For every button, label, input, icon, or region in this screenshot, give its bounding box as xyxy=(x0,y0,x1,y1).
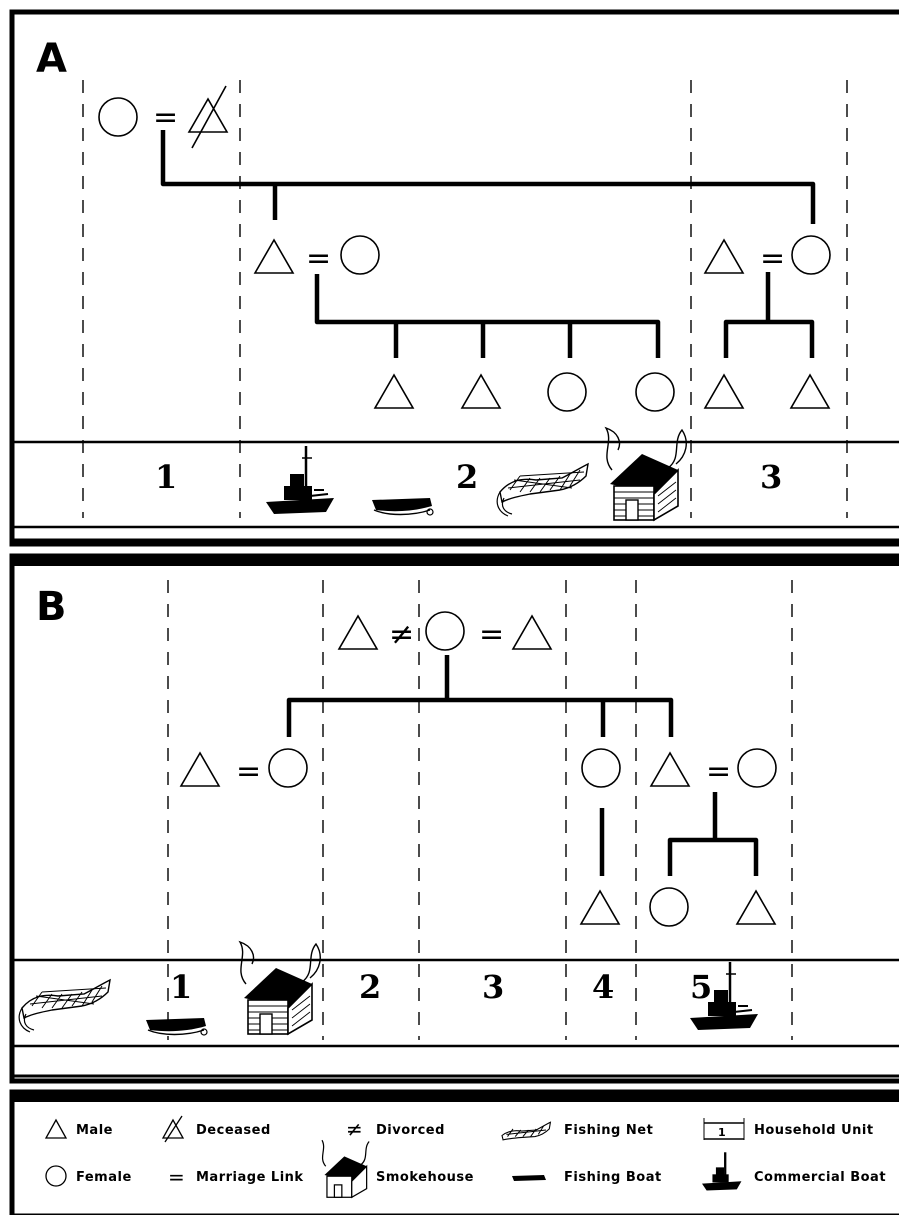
panel-b-label: B xyxy=(36,584,67,630)
legend-item-smokehouse: Smokehouse xyxy=(321,1139,474,1199)
commercial-boat-icon xyxy=(264,444,336,516)
household-number: 5 xyxy=(690,968,712,1006)
fishing-net-icon xyxy=(496,463,589,517)
female-icon xyxy=(425,611,465,651)
legend-item-commercial-boat: Commercial Boat xyxy=(702,1152,886,1191)
fishing-net-icon xyxy=(501,1121,552,1141)
legend-label: Male xyxy=(76,1123,113,1138)
divorce-sign: ≠ xyxy=(389,617,414,652)
marriage-sign: = xyxy=(706,754,731,789)
household-dividers-b xyxy=(167,580,793,1040)
kin-lines-a xyxy=(160,130,816,358)
deceased-male-icon xyxy=(188,85,228,149)
fishing-boat-icon xyxy=(371,497,434,516)
legend-label: Fishing Net xyxy=(564,1123,653,1138)
legend-item-fishing-net: Fishing Net xyxy=(501,1121,653,1141)
panel-a: A = = = xyxy=(9,9,899,547)
divorced-icon: ≠ xyxy=(346,1117,363,1141)
household-number: 2 xyxy=(456,458,478,496)
legend-label: Smokehouse xyxy=(376,1170,474,1185)
marriage-sign: = xyxy=(479,617,504,652)
legend-label: Divorced xyxy=(376,1123,445,1138)
household-unit-icon: 1 xyxy=(703,1118,745,1140)
legend-label: Commercial Boat xyxy=(754,1170,886,1185)
female-icon xyxy=(737,748,777,788)
household-number: 2 xyxy=(359,968,381,1006)
svg-text:1: 1 xyxy=(718,1126,726,1139)
household-number: 3 xyxy=(482,968,504,1006)
household-number: 3 xyxy=(760,458,782,496)
female-icon xyxy=(635,372,675,412)
legend: Male Deceased ≠ Divorced Fishing Net xyxy=(9,1089,899,1215)
legend-item-female: Female xyxy=(45,1165,132,1187)
female-icon xyxy=(98,97,138,137)
kin-lines-b xyxy=(286,655,759,876)
male-icon xyxy=(736,890,776,925)
marriage-link-icon: = xyxy=(168,1165,185,1189)
female-icon xyxy=(340,235,380,275)
legend-item-male: Male xyxy=(44,1118,113,1139)
fishing-net-icon xyxy=(18,979,111,1033)
legend-label: Deceased xyxy=(196,1123,271,1138)
female-icon xyxy=(791,235,831,275)
male-icon xyxy=(650,752,690,787)
marriage-sign: = xyxy=(306,241,331,276)
legend-label: Fishing Boat xyxy=(564,1170,662,1185)
marriage-sign: = xyxy=(236,754,261,789)
marriage-sign: = xyxy=(153,100,178,135)
female-icon xyxy=(547,372,587,412)
legend-item-marriage-link: = Marriage Link xyxy=(168,1165,304,1189)
household-dividers-a xyxy=(82,80,848,518)
female-icon xyxy=(45,1165,67,1187)
fishing-boat-icon xyxy=(145,1017,208,1036)
panel-b: B ≠ = = = 1 xyxy=(9,553,899,1084)
fishing-boat-icon xyxy=(512,1175,546,1181)
male-icon xyxy=(704,374,744,409)
male-icon xyxy=(180,752,220,787)
legend-label: Marriage Link xyxy=(196,1170,304,1185)
legend-item-divorced: ≠ Divorced xyxy=(346,1117,445,1141)
legend-item-household-unit: 1 Household Unit xyxy=(703,1118,874,1140)
male-icon xyxy=(374,374,414,409)
smokehouse-icon xyxy=(239,941,322,1035)
commercial-boat-icon xyxy=(702,1152,742,1191)
legend-item-deceased: Deceased xyxy=(161,1115,271,1143)
female-icon xyxy=(649,887,689,927)
household-number: 1 xyxy=(155,458,177,496)
male-icon xyxy=(512,615,552,650)
male-icon xyxy=(790,374,830,409)
male-icon xyxy=(254,239,294,274)
panel-a-label: A xyxy=(36,36,67,82)
legend-item-fishing-boat: Fishing Boat xyxy=(512,1170,662,1185)
female-icon xyxy=(581,748,621,788)
marriage-sign: = xyxy=(760,241,785,276)
legend-label: Household Unit xyxy=(754,1123,874,1138)
deceased-icon xyxy=(161,1115,185,1143)
female-icon xyxy=(268,748,308,788)
male-icon xyxy=(580,890,620,925)
household-number: 4 xyxy=(592,968,614,1006)
male-icon xyxy=(44,1118,68,1139)
male-icon xyxy=(338,615,378,650)
legend-label: Female xyxy=(76,1170,132,1185)
male-icon xyxy=(461,374,501,409)
male-icon xyxy=(704,239,744,274)
smokehouse-icon xyxy=(321,1139,370,1199)
household-number: 1 xyxy=(170,968,192,1006)
